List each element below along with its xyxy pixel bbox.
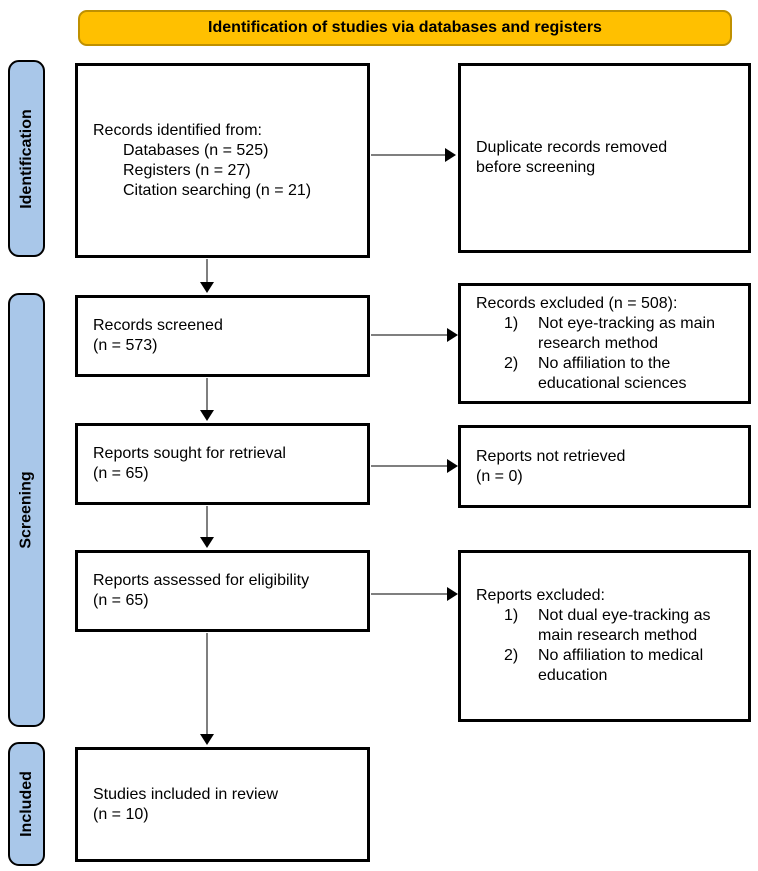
reports-sought-line: Reports sought for retrieval	[93, 445, 286, 462]
duplicate-records-line2: before screening	[476, 159, 596, 176]
arrow-screened-to-sought-head	[200, 410, 214, 421]
arrow-assessed-to-included-line	[206, 633, 208, 735]
reports-sought-count: (n = 65)	[93, 465, 149, 482]
reports-excluded-item-1-num: 1)	[504, 607, 519, 624]
banner-label: Identification of studies via databases …	[208, 19, 602, 36]
arrow-identified-to-screened-line	[206, 259, 208, 283]
studies-included-line: Studies included in review	[93, 785, 278, 803]
records-excluded-item-2-text: No affiliation to the educational scienc…	[538, 354, 687, 392]
studies-included-count: (n = 10)	[93, 805, 149, 823]
arrow-assessed-to-included-head	[200, 734, 214, 745]
records-excluded-item-1: 1) Not eye-tracking as main research met…	[504, 314, 740, 354]
arrow-identified-to-duplicates-line	[371, 154, 446, 156]
arrow-sought-to-not-retrieved-line	[371, 465, 448, 467]
arrow-assessed-to-excluded-line	[371, 593, 448, 595]
reports-excluded-item-1: 1) Not dual eye-tracking as main researc…	[504, 606, 740, 646]
box-studies-included: Studies included in review (n = 10)	[75, 747, 370, 862]
arrow-sought-to-not-retrieved-head	[447, 459, 458, 473]
sidebar-stage-identification: Identification	[8, 60, 45, 257]
box-duplicate-records-removed: Duplicate records removed before screeni…	[458, 63, 751, 253]
arrow-sought-to-assessed-head	[200, 537, 214, 548]
reports-excluded-title: Reports excluded:	[476, 587, 605, 604]
sidebar-stage-screening: Screening	[8, 293, 45, 727]
box-records-excluded: Records excluded (n = 508): 1) Not eye-t…	[458, 283, 751, 404]
box-records-identified: Records identified from: Databases (n = …	[75, 63, 370, 258]
reports-excluded-item-1-text: Not dual eye-tracking as main research m…	[538, 607, 711, 644]
stage-label-screening: Screening	[17, 471, 35, 549]
records-excluded-item-1-text: Not eye-tracking as main research method	[538, 314, 715, 352]
records-screened-line: Records screened	[93, 317, 223, 334]
arrow-identified-to-duplicates-head	[445, 148, 456, 162]
reports-excluded-item-2-text: No affiliation to medical education	[538, 647, 704, 684]
stage-label-included: Included	[17, 771, 35, 837]
box-reports-sought: Reports sought for retrieval (n = 65)	[75, 423, 370, 505]
records-identified-item: Registers (n = 27)	[123, 161, 251, 179]
reports-not-retrieved-count: (n = 0)	[476, 467, 523, 485]
records-identified-item: Databases (n = 525)	[123, 141, 269, 159]
reports-not-retrieved-line: Reports not retrieved	[476, 447, 626, 465]
arrow-screened-to-excluded-line	[371, 334, 448, 336]
stage-label-identification: Identification	[17, 108, 35, 209]
box-reports-not-retrieved: Reports not retrieved (n = 0)	[458, 425, 751, 508]
records-excluded-item-2-num: 2)	[504, 354, 519, 372]
records-screened-count: (n = 573)	[93, 337, 158, 354]
arrow-identified-to-screened-head	[200, 282, 214, 293]
records-identified-title: Records identified from:	[93, 121, 262, 139]
sidebar-stage-included: Included	[8, 742, 45, 866]
arrow-screened-to-excluded-head	[447, 328, 458, 342]
reports-excluded-item-2-num: 2)	[504, 647, 519, 664]
records-excluded-item-2: 2) No affiliation to the educational sci…	[504, 354, 740, 394]
reports-excluded-item-2: 2) No affiliation to medical education	[504, 646, 740, 686]
records-identified-item: Citation searching (n = 21)	[123, 181, 312, 199]
reports-assessed-count: (n = 65)	[93, 592, 149, 609]
banner-identification-via-databases: Identification of studies via databases …	[78, 10, 732, 46]
arrow-sought-to-assessed-line	[206, 506, 208, 538]
duplicate-records-line: Duplicate records removed	[476, 139, 668, 156]
records-excluded-item-1-num: 1)	[504, 314, 519, 332]
arrow-assessed-to-excluded-head	[447, 587, 458, 601]
reports-assessed-line: Reports assessed for eligibility	[93, 572, 310, 589]
box-reports-assessed: Reports assessed for eligibility (n = 65…	[75, 550, 370, 632]
box-records-screened: Records screened (n = 573)	[75, 295, 370, 377]
arrow-screened-to-sought-line	[206, 378, 208, 411]
records-excluded-title: Records excluded (n = 508):	[476, 294, 678, 312]
box-reports-excluded: Reports excluded: 1) Not dual eye-tracki…	[458, 550, 751, 722]
